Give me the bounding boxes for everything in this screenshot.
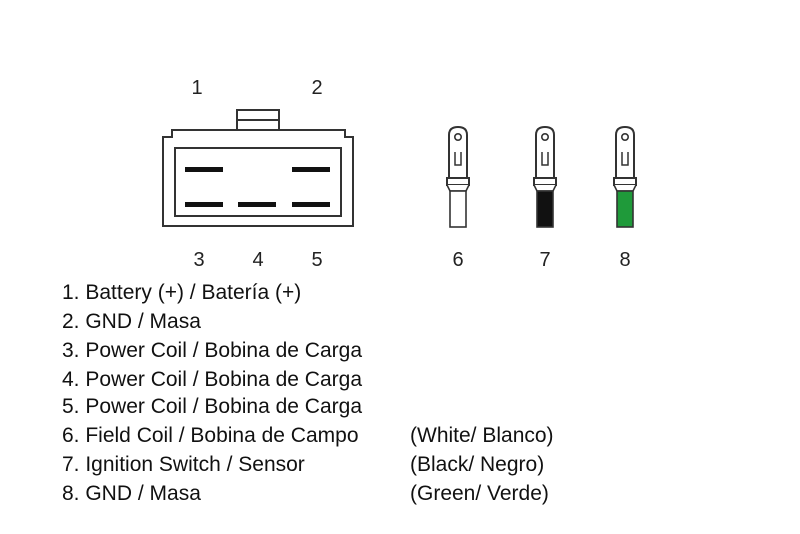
connector-housing	[162, 109, 354, 227]
legend-item-8: 8. GND / Masa	[62, 482, 201, 505]
spade-terminal-8	[613, 125, 637, 228]
terminal-wire-7	[536, 190, 554, 228]
pin-number-4: 4	[252, 249, 264, 271]
pin-number-2: 2	[311, 77, 323, 99]
terminal-detent	[621, 152, 629, 166]
terminal-number-8: 8	[619, 249, 631, 271]
terminal-blade	[535, 125, 555, 179]
legend-color-note-6: (White/ Blanco)	[410, 424, 554, 447]
legend-item-3: 3. Power Coil / Bobina de Carga	[62, 339, 362, 362]
pin-number-3: 3	[193, 249, 205, 271]
terminal-hole	[620, 133, 629, 142]
terminal-hole	[540, 133, 549, 142]
legend-item-2: 2. GND / Masa	[62, 310, 201, 333]
terminal-crimp	[613, 177, 637, 186]
terminal-blade	[615, 125, 635, 179]
legend-color-note-7: (Black/ Negro)	[410, 453, 545, 476]
pin-number-1: 1	[191, 77, 203, 99]
legend-item-5: 5. Power Coil / Bobina de Carga	[62, 395, 362, 418]
terminal-crimp	[446, 177, 470, 186]
pin-number-5: 5	[311, 249, 323, 271]
terminal-wire-6	[449, 190, 467, 228]
connector-outer-shell	[162, 129, 354, 227]
pin-1-blade	[185, 167, 223, 172]
legend-item-7: 7. Ignition Switch / Sensor	[62, 453, 305, 476]
terminal-detent	[541, 152, 549, 166]
terminal-hole	[453, 133, 462, 142]
terminal-number-7: 7	[539, 249, 551, 271]
pin-3-blade	[185, 202, 223, 207]
connector-pins	[185, 167, 330, 207]
spade-terminals	[446, 125, 637, 228]
spade-terminal-6	[446, 125, 470, 228]
spade-terminal-7	[533, 125, 557, 228]
terminal-insulation-step	[446, 184, 470, 192]
pin-5-blade	[292, 202, 330, 207]
pin-4-blade	[238, 202, 276, 207]
legend-item-6: 6. Field Coil / Bobina de Campo	[62, 424, 359, 447]
legend-item-1: 1. Battery (+) / Batería (+)	[62, 281, 302, 304]
legend-item-4: 4. Power Coil / Bobina de Carga	[62, 368, 362, 391]
terminal-wire-8	[616, 190, 634, 228]
terminal-number-6: 6	[452, 249, 464, 271]
connector-inner-cavity	[174, 147, 342, 217]
terminal-blade	[448, 125, 468, 179]
terminal-detent	[454, 152, 462, 166]
terminal-insulation-step	[533, 184, 557, 192]
legend-color-note-8: (Green/ Verde)	[410, 482, 549, 505]
terminal-insulation-step	[613, 184, 637, 192]
terminal-crimp	[533, 177, 557, 186]
pin-2-blade	[292, 167, 330, 172]
